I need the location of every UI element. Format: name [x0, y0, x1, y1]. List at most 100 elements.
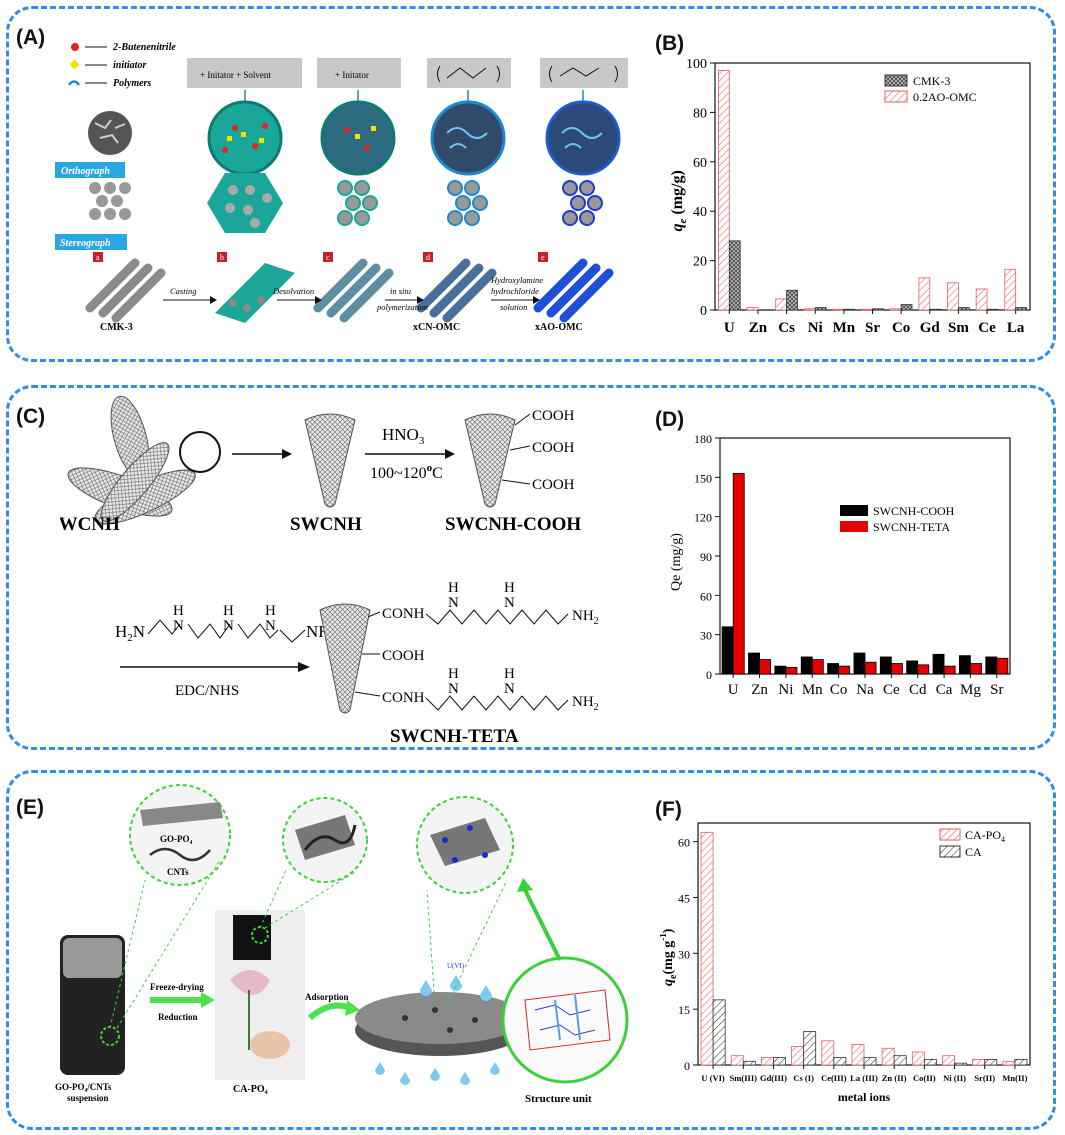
legend-label-cooh: SWCNH-COOH: [873, 504, 955, 518]
step-b: b: [220, 253, 224, 262]
bar-s1: [730, 1055, 744, 1066]
x-tick-label: Ni (II): [943, 1073, 966, 1083]
cooh-label-1: COOH: [532, 408, 575, 424]
y-axis-label: qe(mg g-1): [660, 928, 679, 986]
panel-label-f: (F): [655, 798, 682, 821]
panel-label-d: (D): [655, 408, 685, 431]
hex-row: [89, 173, 603, 233]
bar-s2: [773, 1057, 786, 1066]
teta3-nh2: NH2: [572, 694, 599, 713]
x-axis-label: metal ions: [838, 1090, 891, 1104]
teta-h2n: H2N: [115, 622, 145, 644]
teta3-h-1: H: [448, 666, 459, 682]
bar-s1: [918, 277, 931, 311]
x-tick-label: Ce: [883, 682, 900, 698]
legend-initiator: initiator: [113, 60, 146, 71]
orthograph-tag: [55, 162, 125, 178]
bar-s2: [843, 308, 856, 311]
y-tick-label: 30: [700, 629, 712, 643]
label-ca-po4: CA-PO₄: [233, 1084, 268, 1095]
panel-label-e: (E): [16, 796, 44, 819]
legend-swatch-teta: [840, 521, 868, 532]
bar-s1: [746, 307, 759, 311]
teta-h-2: H: [223, 603, 234, 619]
x-tick-label: Co(II): [913, 1073, 936, 1083]
teta-h-3: H: [265, 603, 276, 619]
x-tick-label: Zn (II): [882, 1073, 907, 1083]
x-tick-label: Ni: [808, 320, 823, 336]
swcnh-aggregate: [67, 395, 196, 525]
bar-s2: [893, 1055, 907, 1066]
teta2-h-1: H: [448, 580, 459, 596]
reagent-box-2: [317, 58, 401, 88]
panel-e-f: [6, 770, 1056, 1130]
x-tick-label: La: [1007, 320, 1025, 336]
x-tick-label: U: [724, 320, 735, 336]
x-tick-label: Mn: [833, 320, 856, 336]
bar-s2: [984, 1059, 998, 1066]
arrow-casting: Casting: [170, 286, 196, 296]
bar-s2: [900, 304, 913, 311]
rods: [85, 258, 614, 323]
arrow-insitu: in situ: [390, 286, 411, 296]
cooh-label-4: COOH: [382, 648, 425, 664]
y-axis-label: Qe (mg/g): [669, 533, 684, 591]
x-tick-label: Mn(II): [1002, 1073, 1027, 1083]
bar-s1: [879, 656, 892, 675]
x-tick-label: Cs: [778, 320, 795, 336]
y-tick-label: 45: [678, 891, 690, 905]
polymer-box-2: [540, 58, 628, 88]
bar-s2: [814, 307, 827, 311]
x-tick-label: Ca: [936, 682, 953, 698]
bar-s2: [838, 665, 851, 675]
legend-yellow-diamond-icon: [69, 59, 80, 70]
panel-label-a: (A): [16, 26, 46, 49]
bar-s1: [700, 831, 714, 1066]
bar-s2: [1015, 307, 1027, 311]
bar-s2: [712, 999, 726, 1066]
teta2-n-1: N: [448, 595, 459, 611]
name-xao-omc: xAO-OMC: [535, 322, 583, 333]
legend-label-teta: SWCNH-TETA: [873, 520, 950, 534]
reagent-box-1: [187, 58, 302, 88]
arrow-solution: solution: [500, 302, 527, 312]
legend-label-ca-po4: CA-PO4: [965, 828, 1005, 844]
label-suspension-2: suspension: [67, 1093, 109, 1103]
teta-n-3: N: [265, 618, 276, 634]
y-tick-label: 20: [693, 255, 707, 270]
stereograph-tag: [55, 234, 127, 250]
structure-unit-circle: [501, 956, 629, 1084]
bar-s2: [958, 307, 970, 311]
bar-s2: [986, 308, 999, 311]
reagent-edc-nhs: EDC/NHS: [175, 683, 239, 699]
y-tick-label: 120: [694, 511, 712, 525]
bar-s1: [932, 653, 945, 675]
bar-s1: [800, 656, 813, 675]
plot-frame: [714, 62, 1031, 311]
x-tick-label: Sr(II): [974, 1073, 995, 1083]
cooh-label-2: COOH: [532, 440, 575, 456]
scheme-c: HNO3 100~120oC COOH COOH COOH SWCNH SWCN…: [60, 395, 599, 747]
x-tick-label: Ni: [778, 682, 793, 698]
bar-s2: [929, 308, 942, 311]
bar-s1: [942, 1055, 955, 1066]
x-tick-label: Cd: [909, 682, 927, 698]
bar-s1: [975, 288, 988, 311]
legend-butenenitrile: 2-Butenenitrile: [112, 42, 176, 53]
panel-c-d: [6, 385, 1056, 750]
y-tick-label: 60: [678, 836, 690, 850]
x-tick-label: La (III): [850, 1073, 878, 1083]
bar-s1: [906, 660, 919, 675]
x-tick-label: Zn: [749, 320, 768, 336]
bar-s2: [811, 659, 824, 675]
teta2-h-2: H: [504, 580, 515, 596]
name-swcnh-2: SWCNH: [290, 514, 362, 535]
orthograph-text: Orthograph: [61, 166, 110, 177]
arrow-hydroxylamine: Hydroxylamine: [490, 275, 543, 285]
legend-label-ao-omc: 0.2AO-OMC: [913, 90, 977, 104]
bar-s1: [721, 626, 734, 675]
x-tick-label: Sm: [948, 320, 969, 336]
legend-swatch-ca-po4: [939, 828, 961, 841]
